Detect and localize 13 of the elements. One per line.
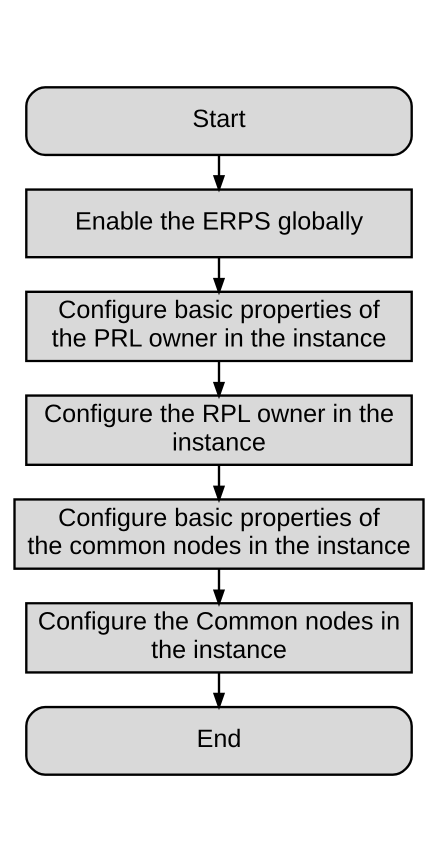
arrow [212, 154, 226, 192]
arrow [212, 464, 226, 502]
node-box: Start [25, 86, 413, 156]
node-box: Configure basic properties of the PRL owner in the instance [25, 290, 413, 362]
arrow [212, 672, 226, 710]
node-box: Enable the ERPS globally [25, 188, 413, 258]
node-box: Configure the Common nodes in the instance [25, 602, 413, 674]
node-box: End [25, 705, 413, 776]
arrow [212, 568, 226, 606]
arrow [212, 361, 226, 399]
node-box: Configure the RPL owner in the instance [25, 394, 413, 466]
node-box: Configure basic properties of the common nodes in the instance [13, 498, 425, 570]
arrow [212, 257, 226, 295]
